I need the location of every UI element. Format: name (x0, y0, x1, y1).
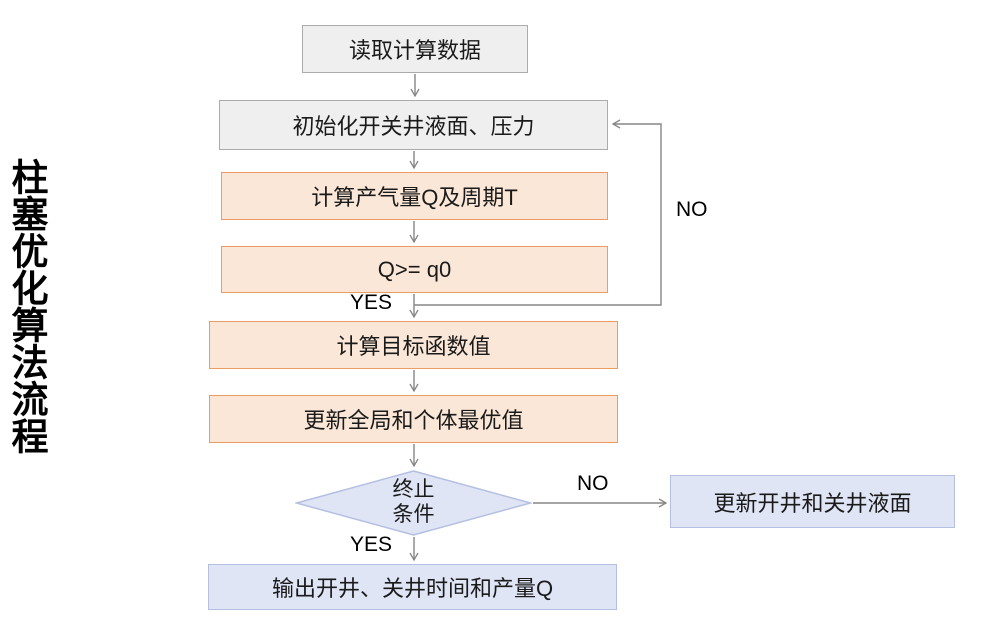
terminate-label-line1: 终止 (392, 478, 435, 502)
diagram-title: 柱塞优化算法流程 (6, 158, 47, 454)
diamond-shape (295, 470, 532, 536)
node-output-result: 输出开井、关井时间和产量Q (208, 564, 617, 610)
node-calc-objective: 计算目标函数值 (209, 321, 618, 369)
node-update-well-levels: 更新开井和关井液面 (670, 475, 955, 528)
node-update-well-levels-label: 更新开井和关井液面 (713, 490, 912, 516)
node-condition-q: Q>= q0 (221, 246, 608, 293)
terminate-label-line2: 条件 (392, 503, 435, 526)
node-initialize: 初始化开关井液面、压力 (219, 100, 608, 150)
edge-label-no-terminate: NO (577, 472, 609, 495)
node-read-data: 读取计算数据 (302, 25, 528, 73)
node-calc-gas-production: 计算产气量Q及周期T (221, 172, 608, 220)
node-calc-objective-label: 计算目标函数值 (336, 334, 491, 359)
node-terminate-condition-label: 终止 条件 (295, 470, 532, 536)
node-update-best-values-label: 更新全局和个体最优值 (303, 408, 524, 433)
node-terminate-condition: 终止 条件 (295, 470, 532, 536)
edge-label-yes-terminate: YES (350, 533, 393, 556)
node-read-data-label: 读取计算数据 (348, 38, 481, 63)
node-calc-gas-production-label: 计算产气量Q及周期T (311, 185, 518, 210)
node-initialize-label: 初始化开关井液面、压力 (292, 114, 535, 139)
edge-label-no-loop: NO (676, 198, 708, 221)
node-output-result-label: 输出开井、关井时间和产量Q (271, 576, 554, 601)
edge-label-yes-q: YES (350, 291, 393, 314)
node-condition-q-label: Q>= q0 (377, 256, 452, 282)
node-update-best-values: 更新全局和个体最优值 (209, 395, 618, 443)
